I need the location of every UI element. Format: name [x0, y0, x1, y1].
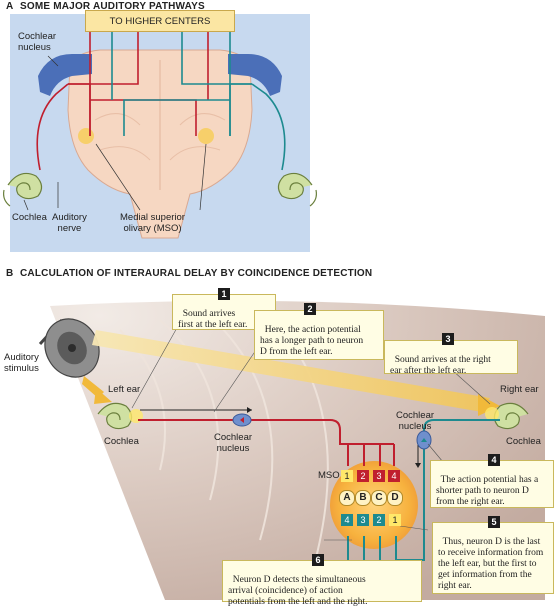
neuron-c: C: [371, 490, 387, 506]
callout-6-number: 6: [312, 554, 324, 566]
callout-5-number: 5: [488, 516, 500, 528]
left-cochlear-nucleus-label: Cochlear nucleus: [214, 432, 253, 454]
callout-3-number: 3: [442, 333, 454, 345]
higher-centers-box: TO HIGHER CENTERS: [85, 10, 235, 32]
left-cochlea-shape: [3, 172, 43, 207]
left-cochlea-label: Cochlea: [104, 436, 139, 447]
left-delay-1: 1: [341, 470, 353, 482]
callout-4-text: The action potential has a shorter path …: [436, 475, 539, 507]
callout-2-number: 2: [304, 303, 316, 315]
neuron-row: A B C D: [339, 490, 403, 506]
callout-1-text: Sound arrives first at the left ear.: [178, 309, 248, 330]
sound-beam-right-arrowhead: [478, 394, 500, 416]
panel-a-title-text: SOME MAJOR AUDITORY PATHWAYS: [20, 1, 205, 12]
right-delay-3: 3: [357, 514, 369, 526]
right-cochlear-nucleus-label: Cochlear nucleus: [396, 410, 435, 432]
panel-b-title: B CALCULATION OF INTERAURAL DELAY BY COIN…: [6, 268, 372, 279]
cochlea-label: Cochlea: [12, 212, 47, 223]
right-teal-axon: [396, 419, 500, 561]
left-delay-row: 1 2 3 4: [341, 470, 401, 484]
left-delay-3: 3: [373, 470, 385, 482]
panel-a-title: A SOME MAJOR AUDITORY PATHWAYS: [6, 1, 205, 12]
callout-5-text: Thus, neuron D is the last to receive in…: [438, 537, 544, 591]
left-ear-label: Left ear: [108, 384, 141, 395]
right-delay-1: 1: [389, 514, 401, 526]
right-teal-pathways: [111, 30, 286, 171]
right-cochlear-nucleus-band: [228, 54, 282, 96]
sound-beam-right: [92, 330, 490, 412]
callout-4-number: 4: [488, 454, 500, 466]
neuron-a: A: [339, 490, 355, 506]
left-red-axon: [138, 419, 394, 445]
brainstem-texture: [94, 113, 226, 161]
panel-a-leaders: [23, 55, 207, 211]
right-ear-label: Right ear: [500, 384, 539, 395]
right-delay-4: 4: [341, 514, 353, 526]
callout-4: The action potential has a shorter path …: [430, 460, 554, 508]
callout-3: Sound arrives at the right ear after the…: [384, 340, 518, 376]
callout-2-text: Here, the action potential has a longer …: [260, 325, 364, 357]
left-delay-2: 2: [357, 470, 369, 482]
cochlear-nucleus-label: Cochlear nucleus: [18, 31, 57, 53]
panel-b-background: [50, 300, 545, 600]
auditory-nerve-label: Auditory nerve: [52, 212, 87, 234]
left-cochlear-nucleus-band: [38, 54, 92, 96]
mso-b-label: MSO: [318, 470, 340, 481]
panel-b-letter: B: [6, 268, 14, 279]
right-cochlea-label: Cochlea: [506, 436, 541, 447]
callout-6-text: Neuron D detects the simultaneous arriva…: [228, 575, 368, 607]
right-delay-row: 4 3 2 1: [341, 514, 401, 528]
teal-branches: [347, 536, 397, 560]
panel-a-letter: A: [6, 1, 14, 12]
neuron-d: D: [387, 490, 403, 506]
right-delay-2: 2: [373, 514, 385, 526]
callout-2: Here, the action potential has a longer …: [254, 310, 384, 360]
panel-b-title-text: CALCULATION OF INTERAURAL DELAY BY COINC…: [20, 268, 373, 279]
red-branches: [347, 444, 395, 466]
speaker-icon: [38, 318, 100, 378]
sound-beam-left-arrowhead: [94, 388, 112, 404]
callout-5: Thus, neuron D is the last to receive in…: [432, 522, 554, 594]
mso-label: Medial superior olivary (MSO): [120, 212, 185, 234]
auditory-pathways-diagram: [3, 14, 317, 252]
callout-6: Neuron D detects the simultaneous arriva…: [222, 560, 422, 607]
neuron-b: B: [355, 490, 371, 506]
right-mso-spot: [198, 128, 214, 144]
callout-3-text: Sound arrives at the right ear after the…: [390, 355, 491, 376]
auditory-stimulus-label: Auditory stimulus: [4, 352, 39, 374]
right-cochlea-shape: [277, 172, 317, 207]
callout-1-number: 1: [218, 288, 230, 300]
left-delay-4: 4: [388, 470, 400, 482]
right-ear-cochlea-shape: [485, 402, 529, 430]
